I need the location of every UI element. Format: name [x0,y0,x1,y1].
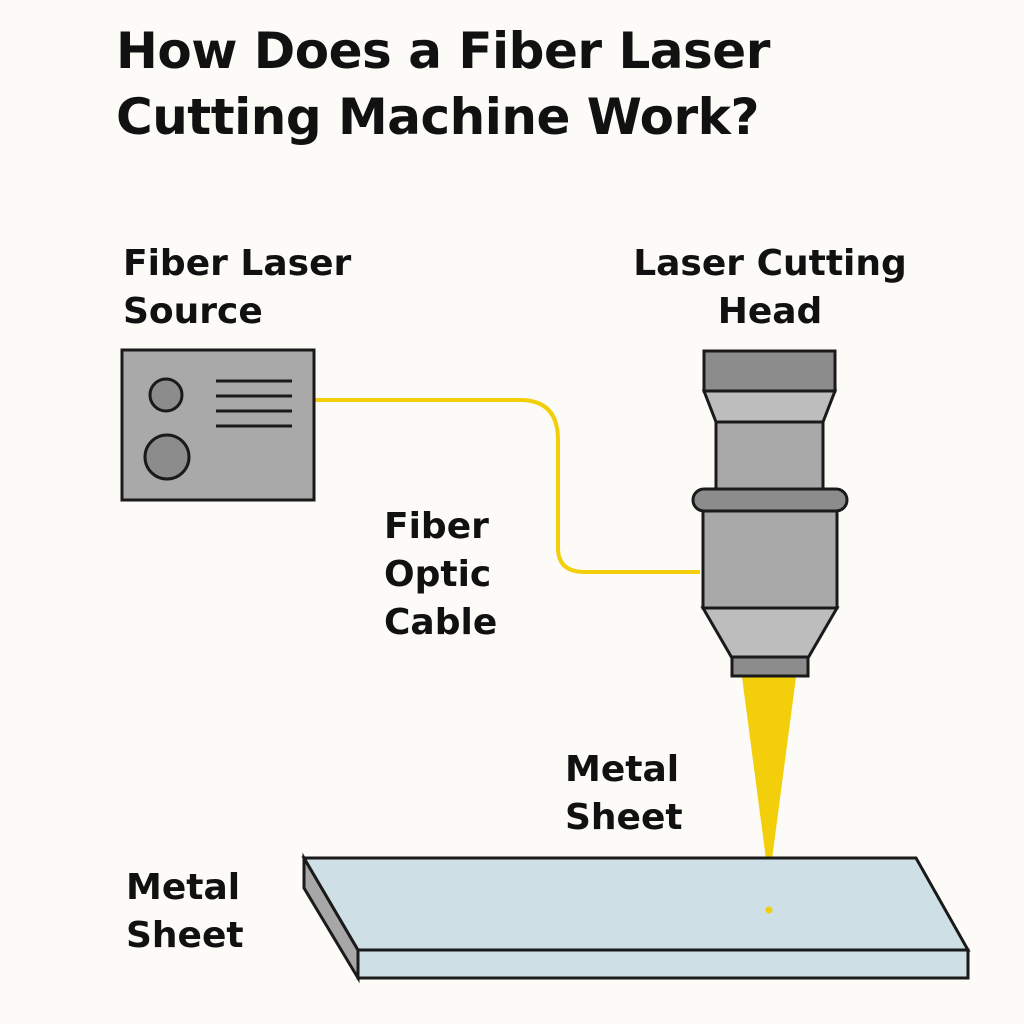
laser-cutting-head [691,349,849,678]
laser-focal-spot [765,906,773,914]
label-cable-line-2: Optic [384,554,492,595]
label-head-line-1: Laser Cutting [633,243,907,284]
label-head-line-2: Head [717,291,823,332]
page-title: How Does a Fiber Laser Cutting Machine W… [116,18,770,150]
head-upper-taper [701,389,838,424]
head-top-cap [702,349,837,393]
title-line-1: How Does a Fiber Laser [116,22,770,80]
laser-beam [742,677,796,882]
label-cable-line-3: Cable [384,602,498,643]
label-sheet-left-line-1: Metal [126,867,241,908]
label-sheet-right-line-2: Sheet [565,797,683,838]
label-source-line-1: Fiber Laser [123,243,352,284]
label-source-line-2: Source [123,291,263,332]
fiber-laser-source [120,348,316,502]
laser-source-small-knob [148,377,184,413]
head-nozzle-taper [700,606,840,660]
title-line-2: Cutting Machine Work? [116,88,759,146]
label-cable-line-1: Fiber [384,506,489,547]
label-metal-sheet-right: Metal Sheet [565,746,683,842]
fiber-optic-cable [314,398,700,574]
metal-sheet [301,852,971,984]
label-fiber-laser-source: Fiber Laser Source [123,240,351,336]
metal-sheet-top [301,856,971,952]
label-fiber-optic-cable: Fiber Optic Cable [384,503,497,647]
label-sheet-left-line-2: Sheet [126,915,244,956]
head-lower-body [701,509,839,610]
label-metal-sheet-left: Metal Sheet [126,864,244,960]
head-collar [691,487,849,513]
head-upper-body [714,420,825,492]
metal-sheet-front [356,948,970,980]
laser-source-large-knob [143,433,191,481]
head-nozzle-tip [730,655,810,678]
label-sheet-right-line-1: Metal [565,749,680,790]
label-laser-cutting-head: Laser Cutting Head [630,240,910,336]
